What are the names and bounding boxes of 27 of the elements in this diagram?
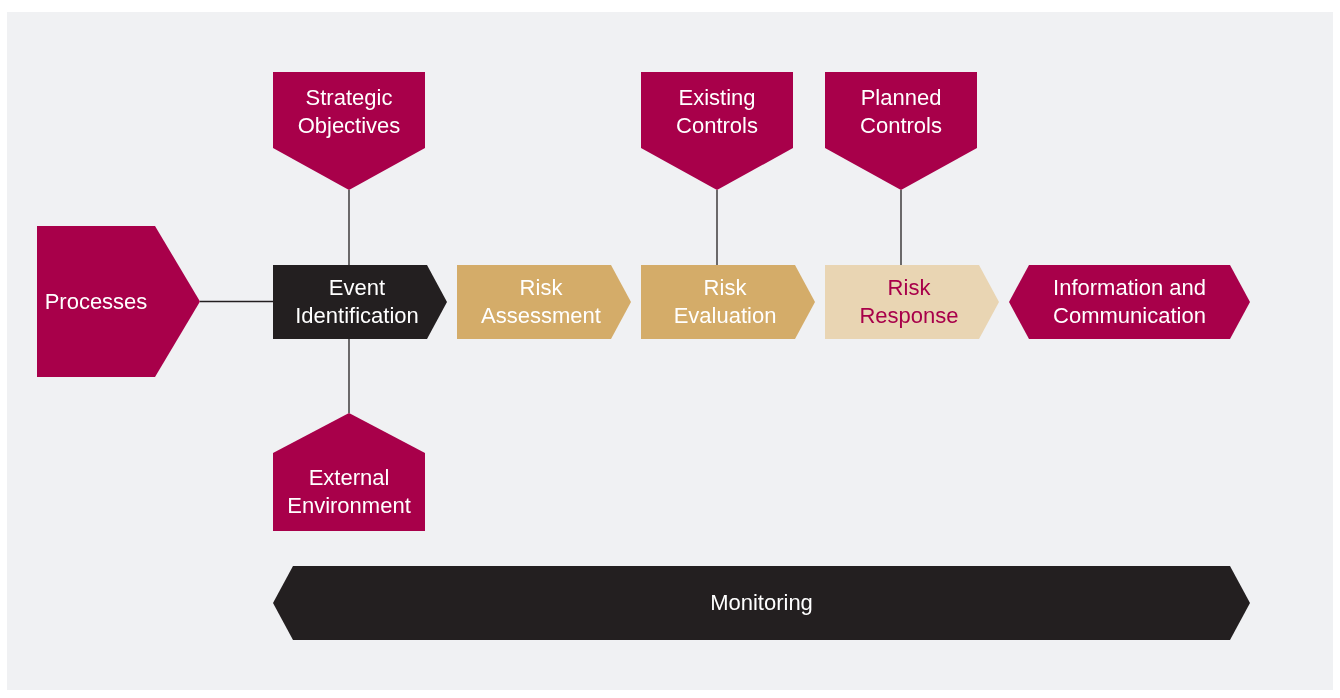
process-step	[641, 265, 815, 339]
node-label: Monitoring	[710, 589, 813, 617]
connector-line	[716, 189, 718, 266]
node-label: Risk Assessment	[480, 274, 602, 330]
input-banner	[825, 72, 977, 190]
input-banner	[641, 72, 793, 190]
node-label: Information and Communication	[1052, 274, 1207, 330]
connector-line	[199, 300, 274, 303]
process-step	[825, 265, 999, 339]
connector-line	[348, 189, 350, 266]
node-label: Processes	[44, 287, 148, 316]
node-label: External Environment	[286, 464, 412, 520]
node-label: Risk Response	[858, 274, 960, 330]
connector-line	[348, 338, 350, 414]
node-label: Event Identification	[294, 274, 420, 330]
node-label: Strategic Objectives	[296, 84, 402, 140]
process-step	[273, 265, 447, 339]
output-hexagon	[1009, 265, 1250, 339]
process-pentagon	[37, 226, 200, 377]
node-label: Existing Controls	[675, 84, 759, 140]
process-step	[457, 265, 631, 339]
input-banner	[273, 413, 425, 531]
monitoring-band	[273, 566, 1250, 640]
node-label: Planned Controls	[859, 84, 943, 140]
connector-line	[900, 189, 902, 266]
node-label: Risk Evaluation	[672, 274, 778, 330]
input-banner	[273, 72, 425, 190]
